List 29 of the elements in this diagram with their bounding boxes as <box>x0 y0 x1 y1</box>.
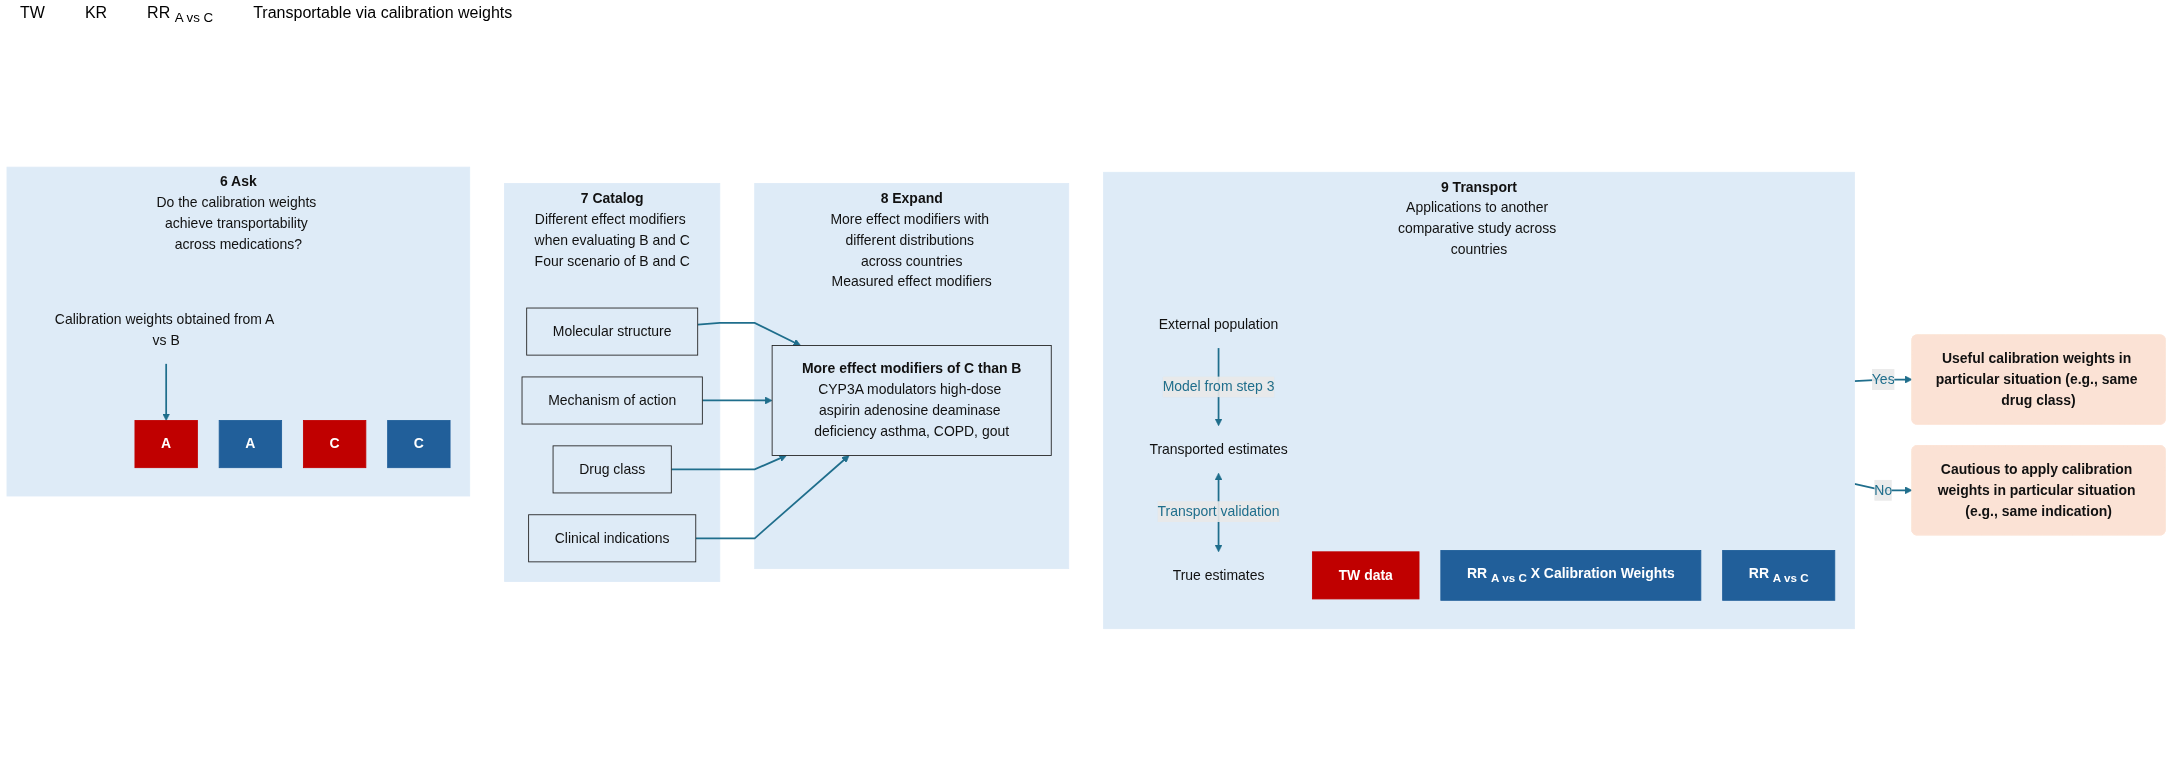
arrow <box>162 363 170 422</box>
node-box: A <box>134 420 198 469</box>
note-text: TW <box>20 4 45 23</box>
note-text: RR $_{A vs C}$ <box>147 4 214 26</box>
edge-label: Yes <box>1871 371 1895 387</box>
note-text: KR <box>84 4 108 23</box>
arrow <box>701 396 773 405</box>
node-box: Molecular structure <box>526 307 699 356</box>
node-box: C <box>302 420 367 469</box>
arrow <box>696 322 801 347</box>
node-text: Transported estimates <box>1149 441 1288 457</box>
node-box: RR $_{A vs C}$ <box>1722 550 1836 601</box>
arrow <box>670 454 787 471</box>
note-text: Transportable via calibration weights <box>253 4 513 23</box>
edge-label: Model from step 3 <box>1162 379 1275 395</box>
node-box: More effect modifiers of C than B CYP3A modulators high-dose aspirin adenosine deaminase deficiency asthma, COPD, gout <box>771 345 1052 457</box>
node-box: TW data <box>1312 551 1420 600</box>
node-text: True estimates <box>1172 567 1265 583</box>
node-text: Calibration weights obtained from A vs B <box>54 311 274 348</box>
node-box: Clinical indications <box>528 514 697 563</box>
edge-label: Transport validation <box>1157 503 1280 519</box>
node-box: C <box>387 420 451 469</box>
node-box: RR $_{A vs C}$ X Calibration Weights <box>1440 550 1702 601</box>
node-box: A <box>218 420 283 469</box>
node-text: External population <box>1158 316 1279 332</box>
arrow <box>694 455 850 540</box>
node-box: Drug class <box>552 445 672 494</box>
node-box: Mechanism of action <box>521 376 703 425</box>
edge-label: No <box>1874 482 1893 498</box>
